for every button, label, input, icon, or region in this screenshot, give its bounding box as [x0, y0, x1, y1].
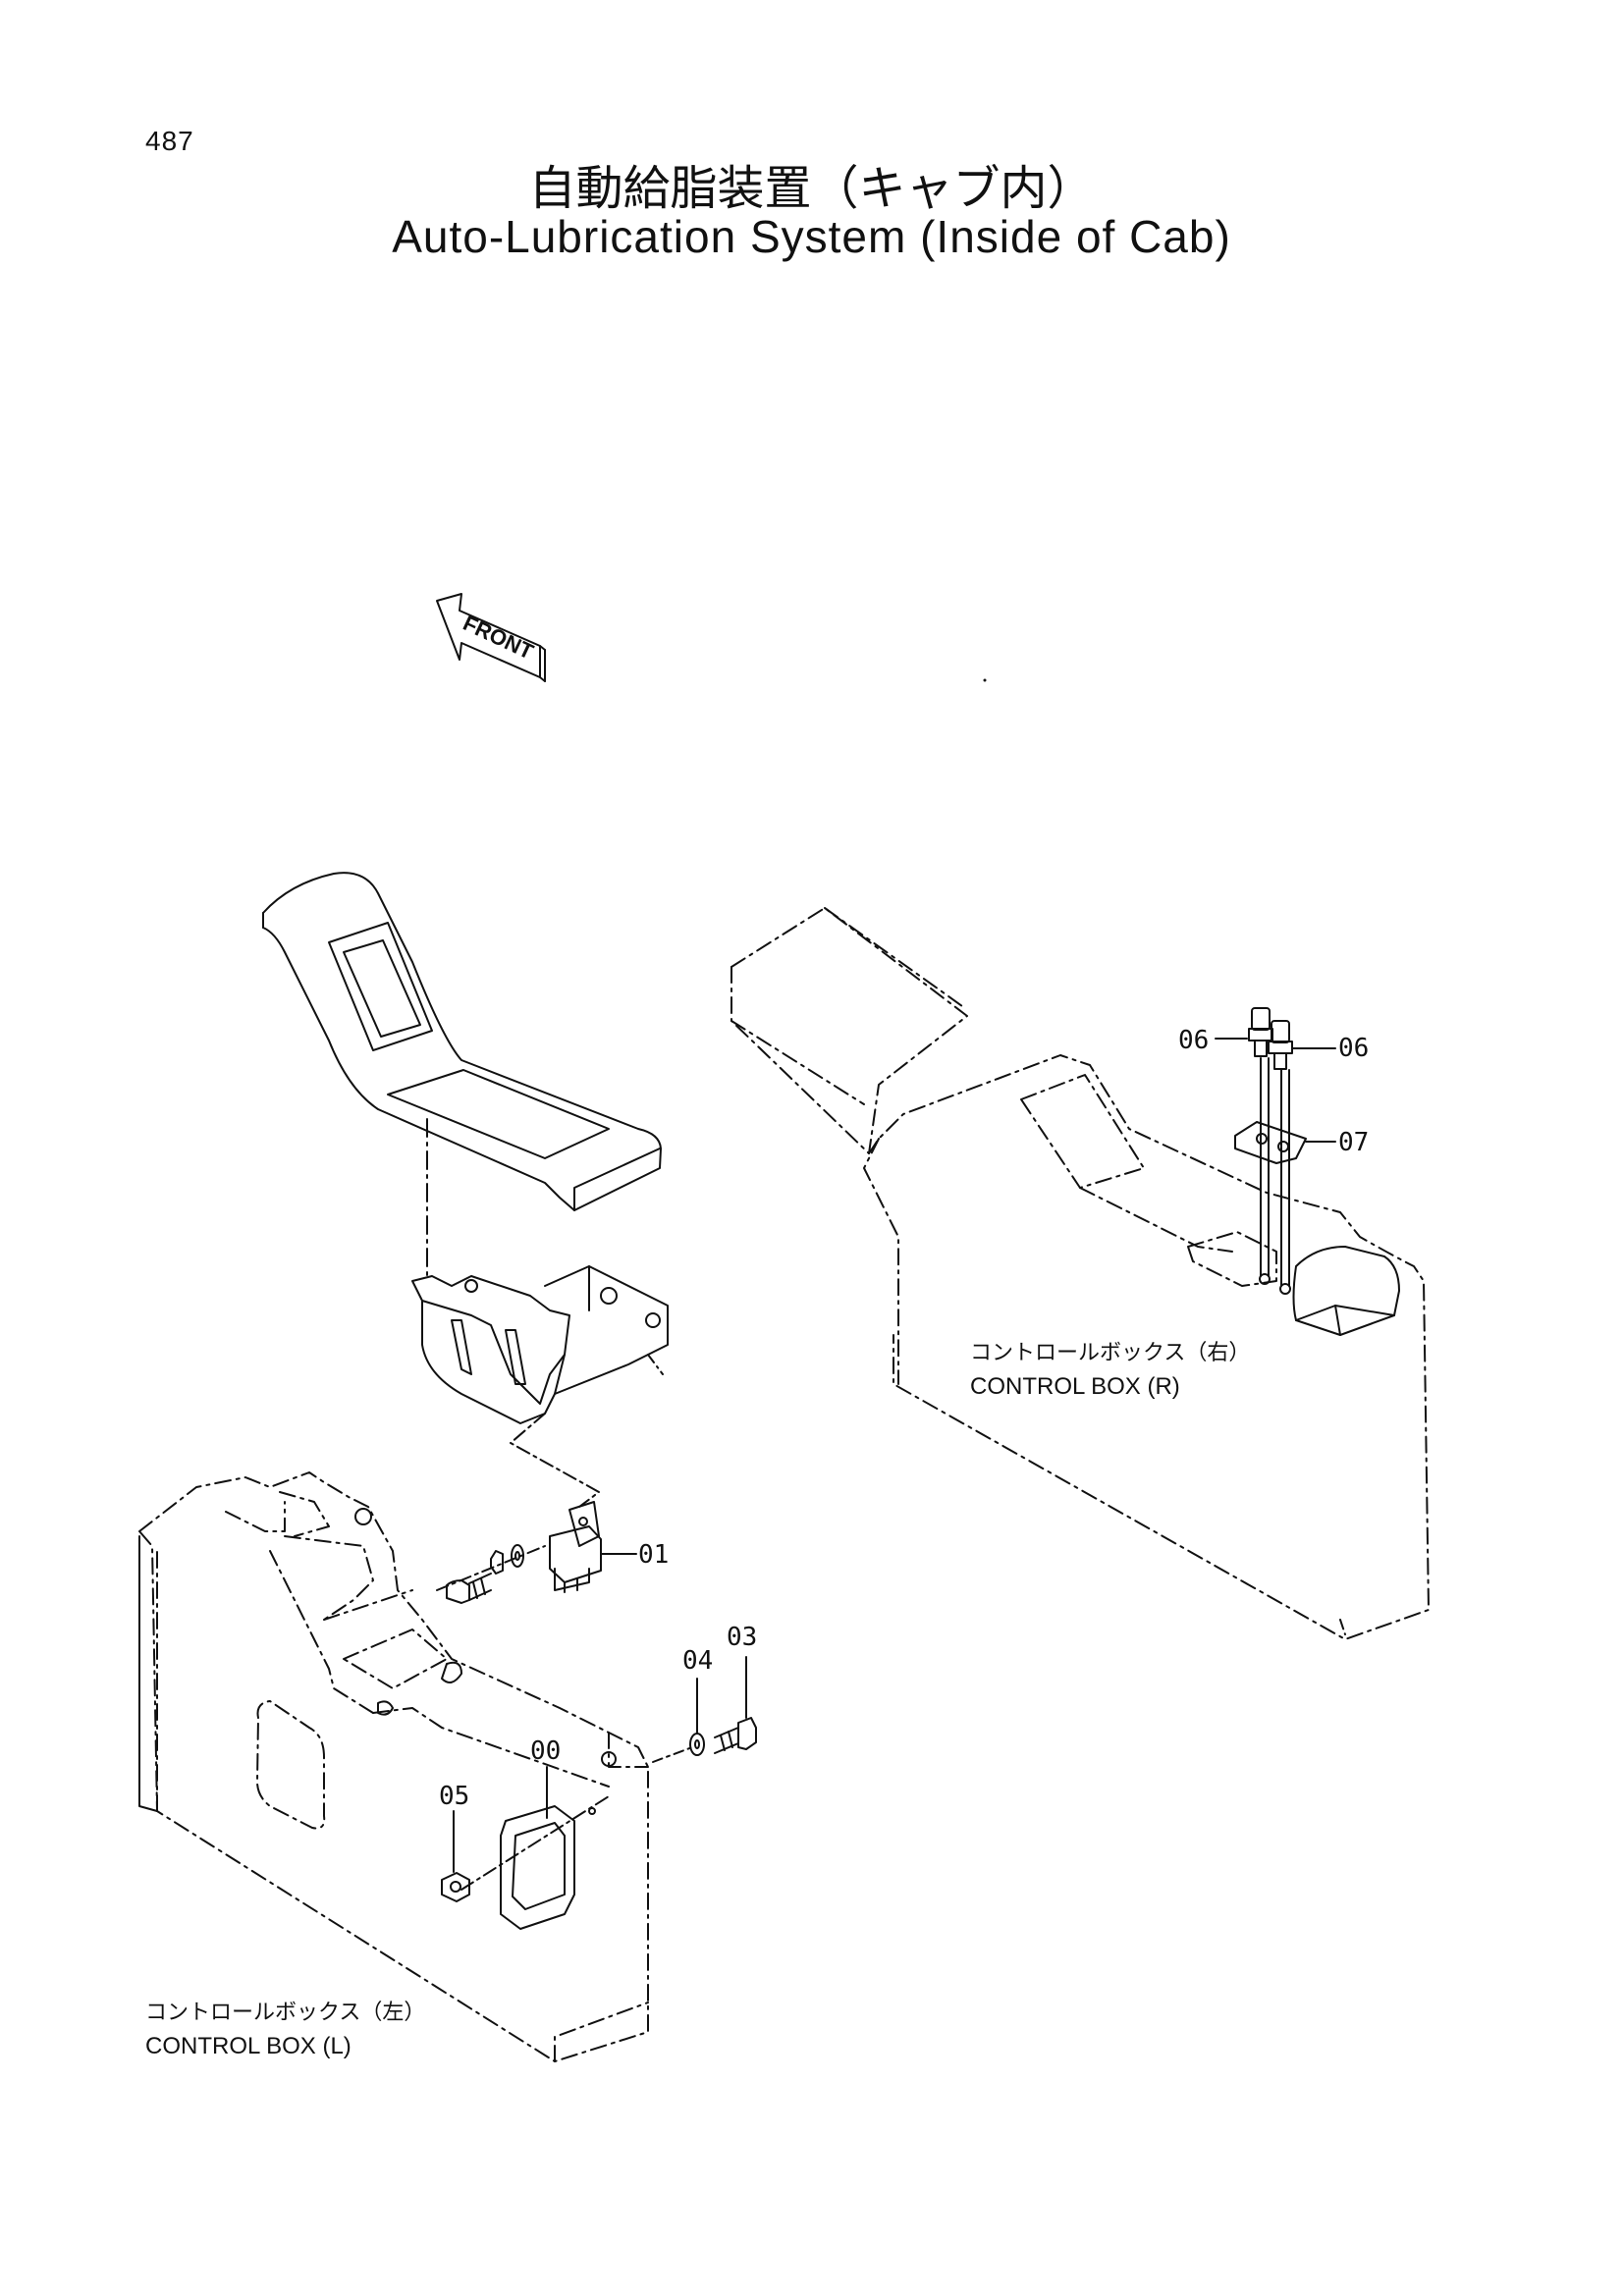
- washer-bolt: [652, 1717, 757, 1763]
- part-label-00: 00: [530, 1736, 561, 1766]
- title-japanese: 自動給脂装置（キャブ内）: [528, 161, 1095, 216]
- title-english: Auto-Lubrication System (Inside of Cab): [392, 211, 1231, 262]
- switch-assembly: [1234, 1007, 1307, 1295]
- part-label-06-left: 06: [1178, 1026, 1209, 1055]
- console-cover: [262, 872, 662, 1211]
- front-label: FRONT: [460, 611, 538, 665]
- relay-fasteners: [436, 1544, 546, 1604]
- caption-right-ja: コントロールボックス（右）: [970, 1341, 1250, 1365]
- part-label-01: 01: [638, 1540, 669, 1570]
- leader-lines: [453, 1038, 1336, 1873]
- caption-right-en: CONTROL BOX (R): [970, 1373, 1180, 1400]
- controller-unit: [460, 1795, 610, 1930]
- stray-dot: [983, 678, 987, 682]
- nut-05: [441, 1872, 470, 1902]
- control-box-right: [730, 907, 1430, 1640]
- part-label-04: 04: [682, 1646, 713, 1676]
- front-arrow-icon: FRONT: [436, 593, 546, 682]
- part-label-03: 03: [727, 1623, 757, 1652]
- page-number: 487: [145, 126, 194, 156]
- part-label-06-right: 06: [1338, 1034, 1369, 1063]
- relay-01: [549, 1501, 602, 1593]
- caption-left-ja: コントロールボックス（左）: [145, 2001, 425, 2025]
- control-box-left: [138, 1471, 649, 2062]
- mounting-bracket: [411, 1265, 669, 1424]
- caption-left-en: CONTROL BOX (L): [145, 2033, 352, 2059]
- part-label-07: 07: [1338, 1128, 1369, 1157]
- part-label-05: 05: [439, 1782, 469, 1811]
